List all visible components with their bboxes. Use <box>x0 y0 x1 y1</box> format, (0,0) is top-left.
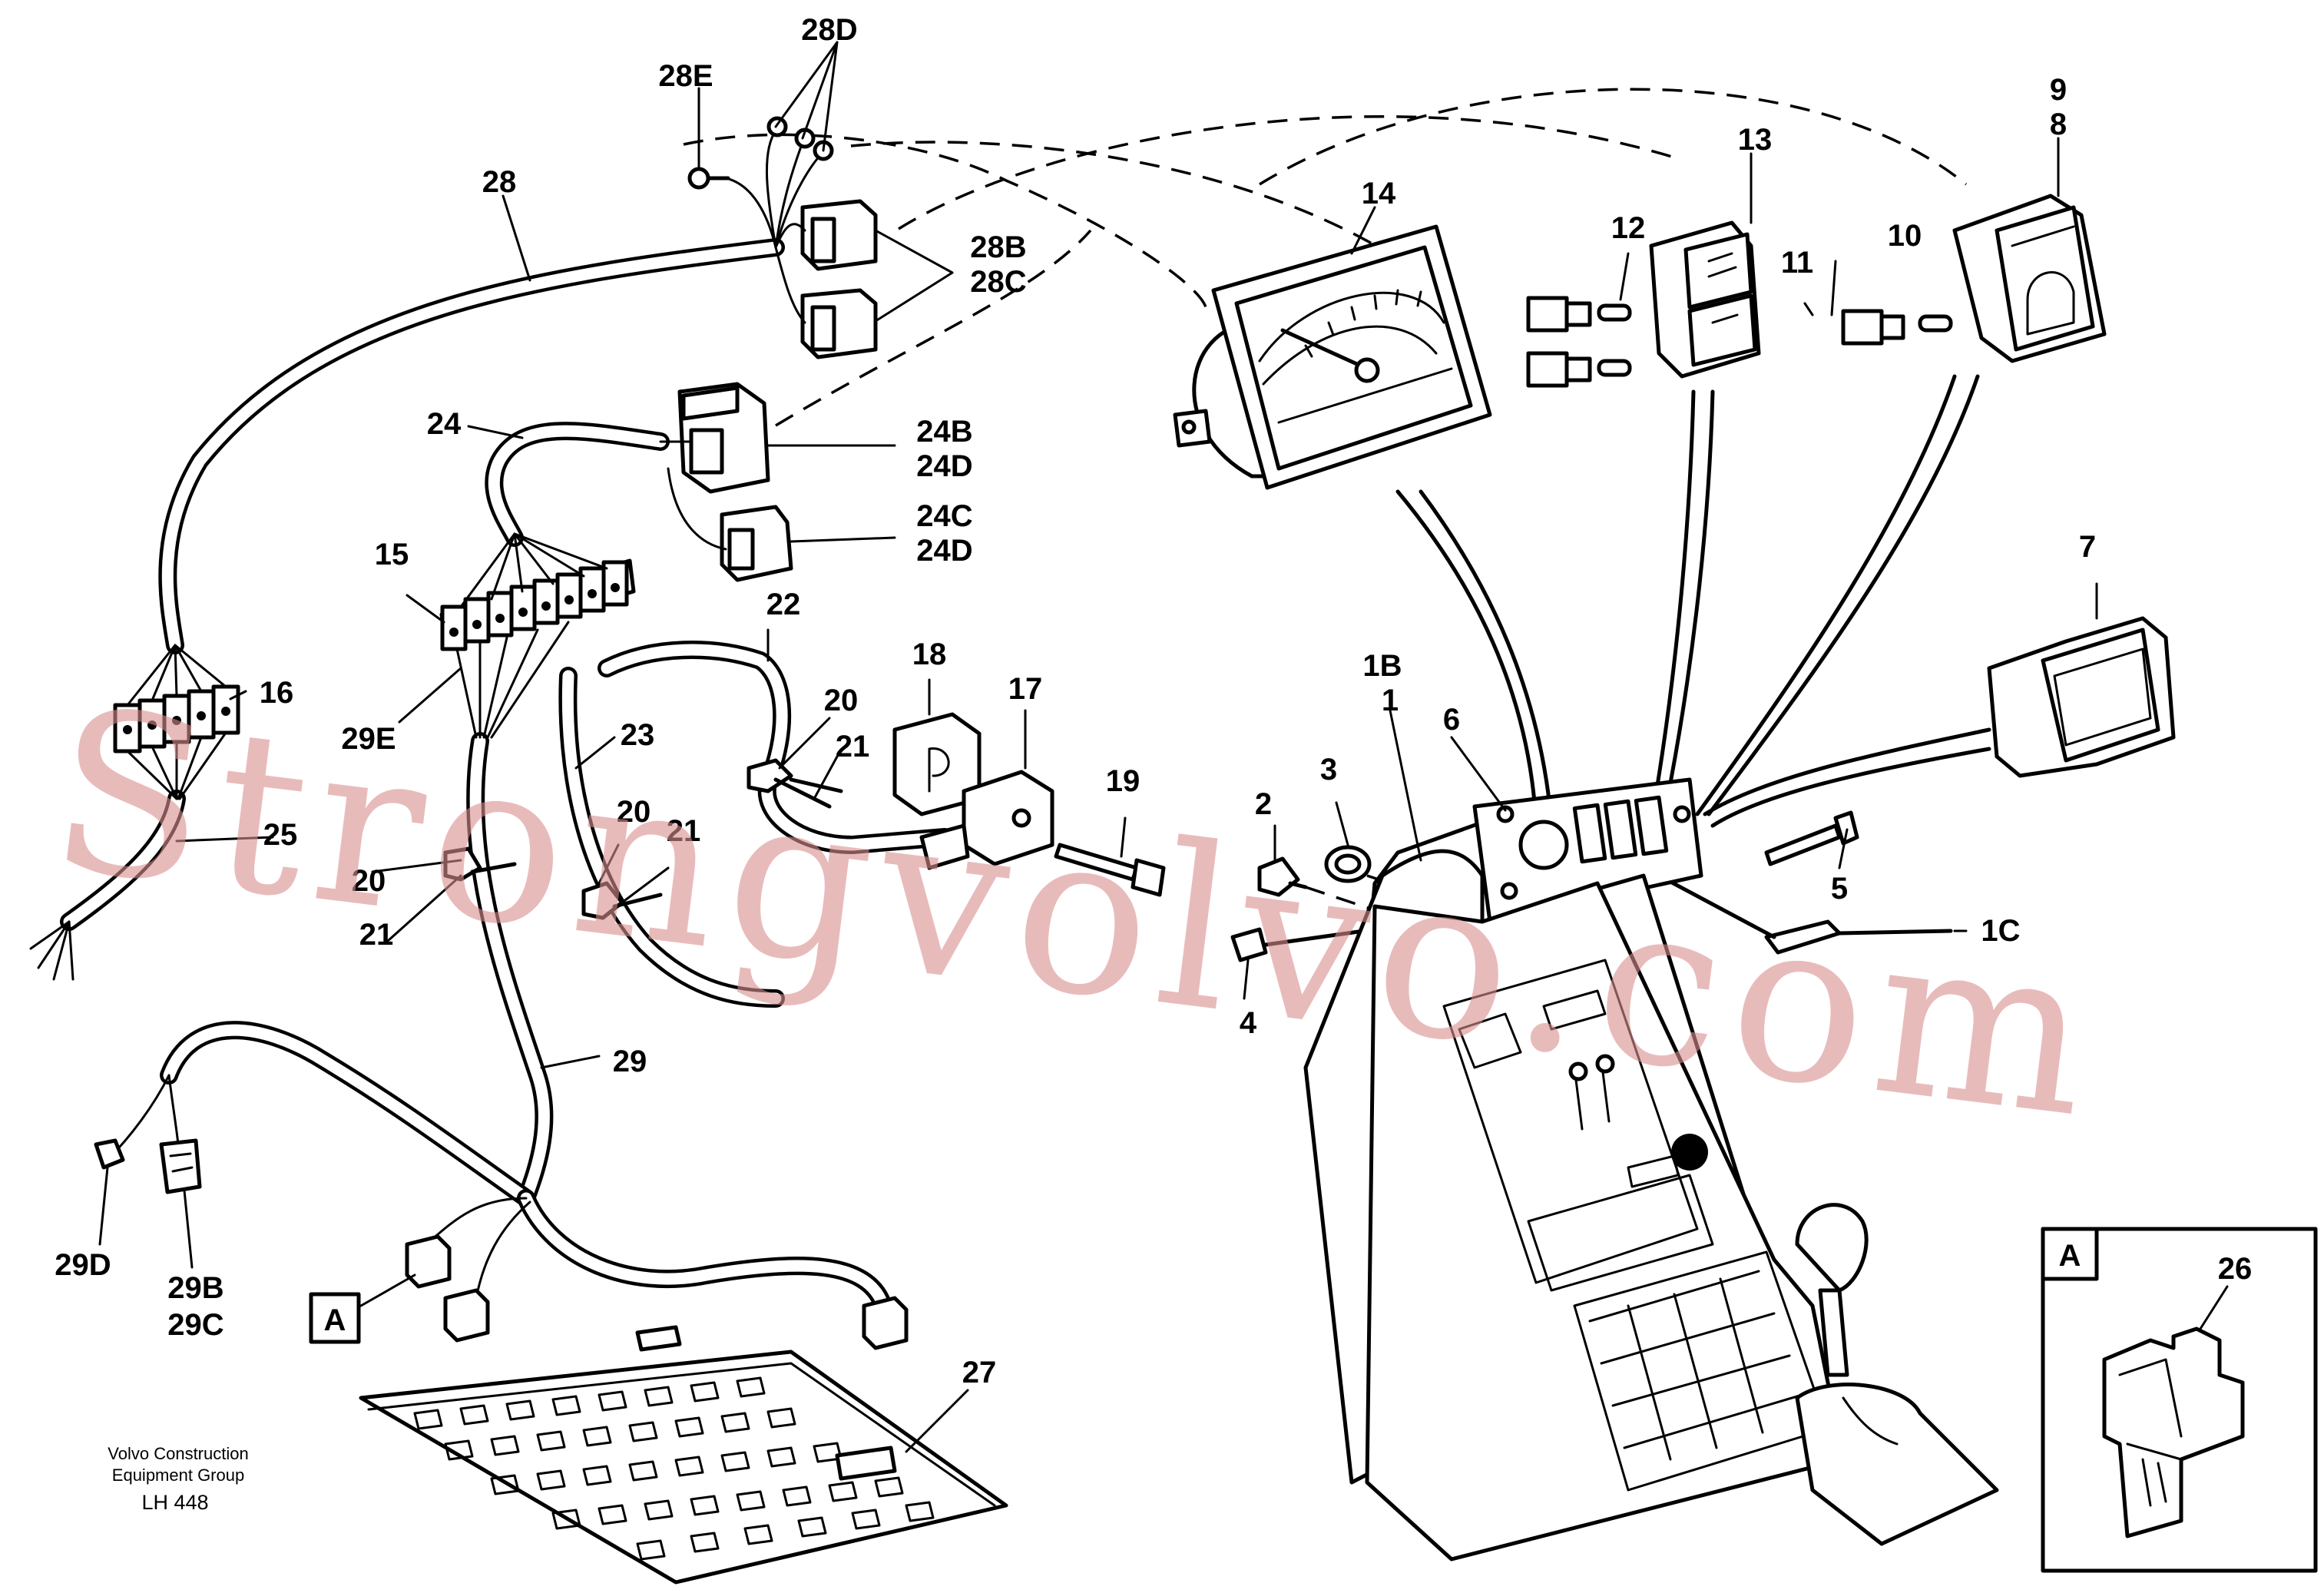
harness-24 <box>485 422 670 547</box>
wires-28d-28e <box>687 116 834 324</box>
callout-21-upper: 21 <box>836 730 870 763</box>
callout-27: 27 <box>962 1356 997 1389</box>
callout-leaders <box>98 41 2229 1453</box>
callout-4: 4 <box>1240 1006 1257 1040</box>
callout-28d: 28D <box>801 13 857 47</box>
bolt-2 <box>1257 856 1376 912</box>
callout-24d-lower: 24D <box>916 534 972 568</box>
callout-6: 6 <box>1443 703 1460 737</box>
caption-line-1: Volvo Construction <box>108 1444 248 1463</box>
connector-28b <box>800 199 878 271</box>
callout-7: 7 <box>2079 530 2096 564</box>
connector-29b-29c <box>159 1138 202 1194</box>
terminal-block-15 <box>439 532 636 739</box>
callout-2: 2 <box>1255 787 1272 821</box>
callout-25: 25 <box>263 818 298 852</box>
lamp-11 <box>1841 309 1953 346</box>
callout-24c: 24C <box>916 499 972 533</box>
relay-24c <box>667 467 793 582</box>
panel-cables <box>1395 374 1991 828</box>
callout-24d-upper: 24D <box>916 449 972 483</box>
callout-20-mid: 20 <box>617 795 651 829</box>
callout-28c: 28C <box>970 265 1026 299</box>
callout-labels: 28D 28E 28 28B 28C 24 24B 24D 24C 24D 15… <box>55 13 2252 1389</box>
callout-29c: 29C <box>167 1308 223 1342</box>
circuit-board-27 <box>359 1325 1008 1585</box>
callout-8: 8 <box>2050 108 2067 141</box>
callout-29d: 29D <box>55 1248 111 1282</box>
connector-a-right <box>862 1296 909 1350</box>
harness-23 <box>558 667 785 1008</box>
relay-24b <box>659 382 770 494</box>
clip-20-21-left <box>443 846 517 882</box>
connector-26 <box>2102 1326 2245 1538</box>
lamp-12 <box>1526 296 1632 388</box>
callout-29b: 29B <box>167 1271 223 1305</box>
callout-18: 18 <box>912 638 947 671</box>
callout-29: 29 <box>613 1045 647 1078</box>
callout-a-inset: A <box>2059 1239 2081 1273</box>
clip-20-21-mid <box>581 881 663 920</box>
callout-1b: 1B <box>1362 649 1402 683</box>
callout-5: 5 <box>1831 872 1848 906</box>
caption-line-2: Equipment Group <box>112 1465 244 1485</box>
callout-29e: 29E <box>341 722 396 756</box>
harness-29 <box>106 732 892 1315</box>
caption-ref: LH 448 <box>141 1491 208 1514</box>
callout-19: 19 <box>1106 764 1140 798</box>
callout-16: 16 <box>260 676 294 710</box>
connector-29d <box>94 1138 125 1170</box>
callout-10: 10 <box>1888 219 1922 253</box>
callout-28: 28 <box>482 165 517 199</box>
indicator-13 <box>1649 220 1761 379</box>
callout-a-harness: A <box>324 1303 346 1337</box>
callout-1c: 1C <box>1981 914 2020 948</box>
callout-22: 22 <box>766 588 801 621</box>
switch-8-9 <box>1952 194 2107 363</box>
harness-28 <box>158 238 785 654</box>
plug-4 <box>1230 927 1377 962</box>
caption: Volvo Construction Equipment Group LH 44… <box>108 1444 248 1514</box>
callout-24: 24 <box>427 407 462 441</box>
screw-19 <box>1054 843 1166 897</box>
screw-5 <box>1764 810 1859 866</box>
callout-17: 17 <box>1008 672 1043 706</box>
connector-28c <box>800 288 878 359</box>
callout-box-a <box>309 1292 361 1344</box>
callout-11: 11 <box>1781 246 1813 280</box>
callout-9: 9 <box>2050 73 2067 107</box>
callout-20-upper: 20 <box>824 684 859 717</box>
callout-21-left: 21 <box>359 918 394 952</box>
callout-1: 1 <box>1382 684 1399 717</box>
callout-15: 15 <box>375 538 409 571</box>
callout-23: 23 <box>621 718 655 752</box>
harness-25 <box>29 790 186 981</box>
callout-13: 13 <box>1738 123 1773 157</box>
callout-24b: 24B <box>916 415 972 449</box>
callout-3: 3 <box>1320 753 1337 787</box>
callout-28e: 28E <box>658 59 713 93</box>
switch-7 <box>1987 616 2176 778</box>
callout-12: 12 <box>1611 211 1646 245</box>
inset-a <box>2041 1227 2318 1573</box>
ring-3 <box>1324 845 1372 883</box>
gear-lever <box>1795 1203 1999 1546</box>
callout-26: 26 <box>2218 1252 2253 1286</box>
callout-14: 14 <box>1362 177 1396 210</box>
bulb-1c <box>1657 873 1953 955</box>
callout-28b: 28B <box>970 230 1026 264</box>
callout-20-left: 20 <box>352 864 386 898</box>
terminal-block-16 <box>113 644 240 800</box>
connector-a-mid <box>443 1288 490 1343</box>
connector-a-left <box>405 1234 452 1289</box>
watermark: Strongvolvo.com <box>39 661 2114 1168</box>
gauge-14 <box>1173 224 1492 490</box>
harness-22 <box>598 641 954 854</box>
callout-21-mid: 21 <box>667 814 701 848</box>
solenoid-17 <box>919 770 1054 870</box>
